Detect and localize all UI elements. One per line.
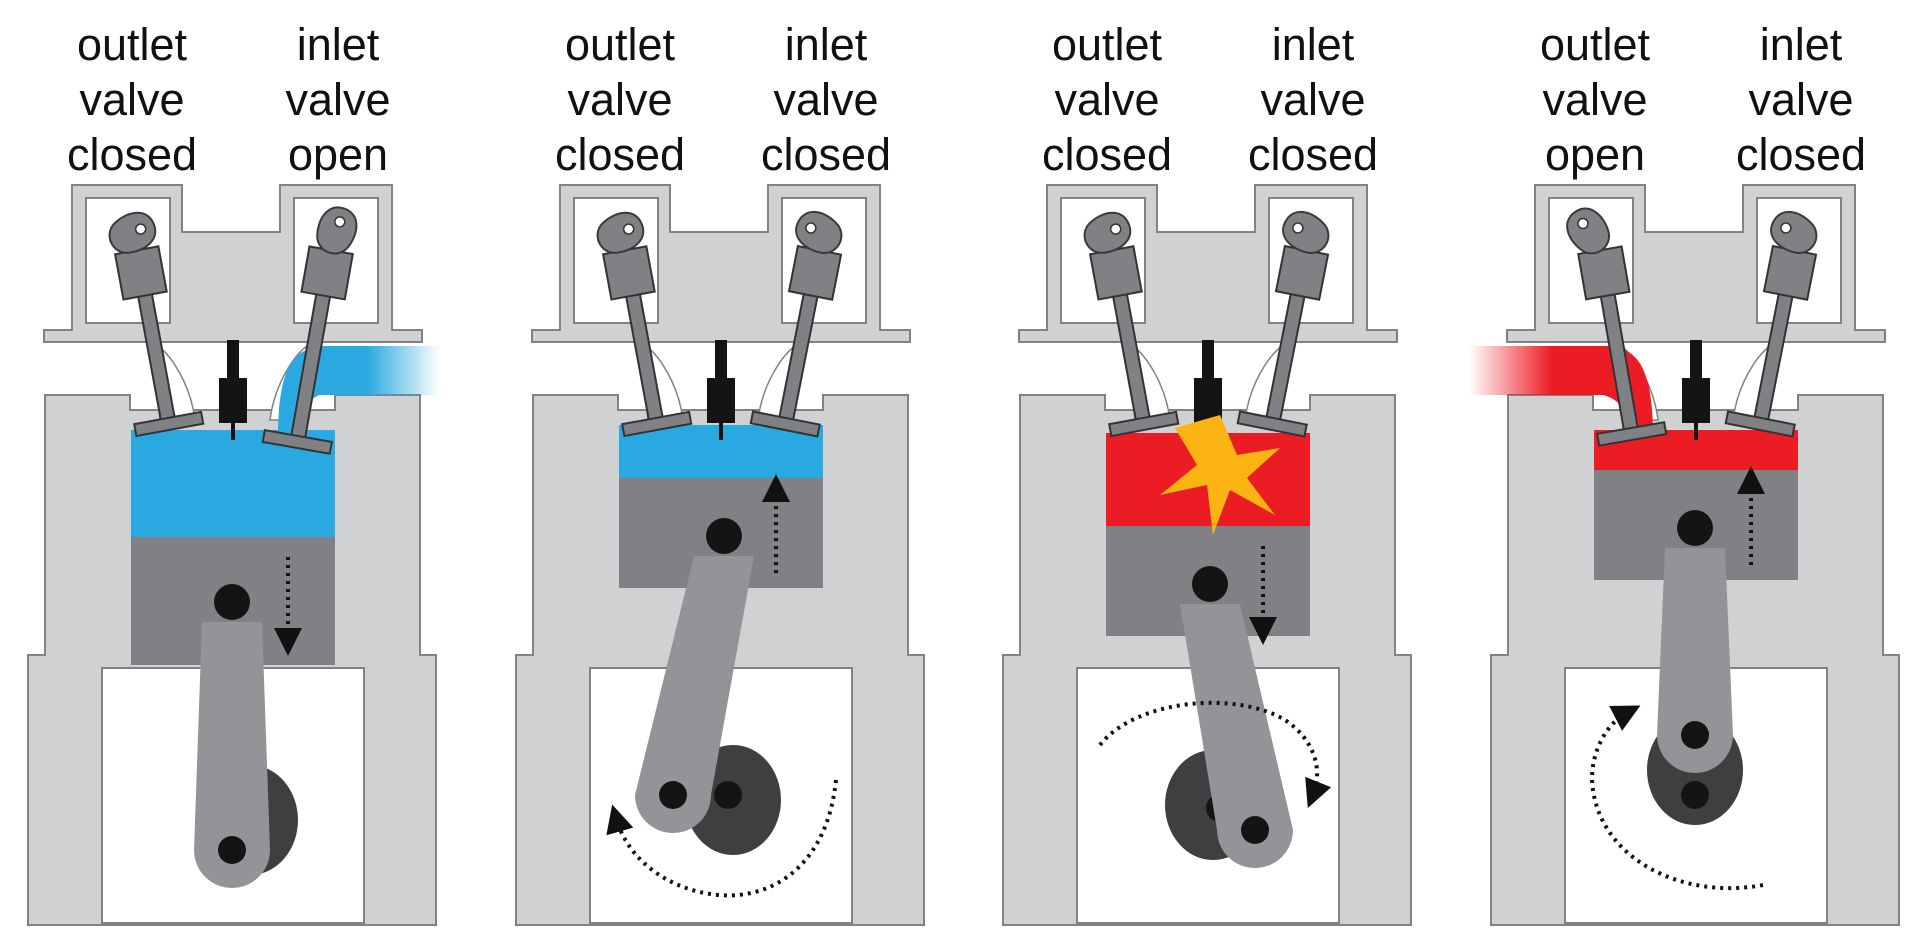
rod-big-end-pin	[659, 781, 687, 809]
piston-pin	[1677, 510, 1713, 546]
label-line: closed	[66, 128, 198, 180]
spark-plug-body	[219, 378, 247, 423]
outlet-cam	[1566, 207, 1610, 255]
outlet-cam	[108, 211, 157, 254]
label-line: inlet	[1759, 19, 1843, 70]
label-line: inlet	[296, 19, 380, 70]
outlet-valve	[601, 245, 693, 438]
rod-big-end-pin	[1241, 816, 1269, 844]
connecting-rod	[635, 556, 754, 833]
exhaust-flow	[1469, 346, 1653, 438]
inlet-cam	[795, 210, 843, 254]
label-line: inlet	[784, 19, 868, 70]
inlet-cam	[1770, 210, 1818, 254]
spark-plug-tip	[227, 340, 239, 380]
label-line: valve	[1542, 73, 1648, 125]
outlet-valve	[113, 245, 205, 438]
crank-rotation-arrow	[1590, 705, 1764, 891]
label-line: closed	[1735, 128, 1867, 180]
label-line: outlet	[564, 19, 676, 70]
label-line: open	[287, 128, 389, 180]
rod-big-end-pin	[218, 836, 246, 864]
connecting-rod	[1180, 604, 1293, 868]
label-line: outlet	[1051, 19, 1163, 70]
spark-burst	[1160, 415, 1280, 535]
inlet-valve	[749, 244, 843, 438]
outlet-cam	[1083, 211, 1132, 254]
crank-rotation-arrow	[606, 779, 838, 898]
label-line: valve	[79, 73, 185, 125]
inlet-cam	[1282, 210, 1330, 254]
piston-pin	[1192, 566, 1228, 602]
label-line: valve	[1260, 73, 1366, 125]
label-line: inlet	[1271, 19, 1355, 70]
inlet-valve	[261, 245, 354, 455]
label-line: closed	[1247, 128, 1379, 180]
label-line: valve	[1054, 73, 1160, 125]
spark-plug-tip	[715, 340, 727, 380]
spark-plug-tip	[1690, 340, 1702, 380]
label-line: valve	[285, 73, 391, 125]
label-line: valve	[773, 73, 879, 125]
inlet-cam	[316, 206, 358, 255]
engine-panel-4	[1469, 184, 1900, 926]
label-line: outlet	[76, 19, 188, 70]
intake-flow	[278, 346, 440, 438]
engine-panel-3	[1002, 184, 1412, 926]
piston-pin	[706, 518, 742, 554]
connecting-rod	[194, 622, 270, 888]
label-line: outlet	[1539, 19, 1651, 70]
inlet-valve	[1724, 244, 1818, 438]
spark-plug-body	[707, 378, 735, 423]
label-line: open	[1544, 128, 1646, 180]
label-line: closed	[554, 128, 686, 180]
engine-panel-2	[515, 184, 925, 926]
outlet-cam	[596, 211, 645, 254]
crank-shaft	[714, 781, 742, 809]
spark-plug-tip	[1202, 340, 1214, 380]
connecting-rod	[1657, 548, 1733, 773]
spark-plug-body	[1194, 378, 1222, 423]
label-line: valve	[1748, 73, 1854, 125]
engine-panel-1	[27, 184, 440, 926]
spark-plug-body	[1682, 378, 1710, 423]
label-line: valve	[567, 73, 673, 125]
piston-pin	[214, 584, 250, 620]
rod-big-end-pin	[1681, 721, 1709, 749]
crank-shaft	[1681, 781, 1709, 809]
label-line: closed	[760, 128, 892, 180]
label-line: closed	[1041, 128, 1173, 180]
